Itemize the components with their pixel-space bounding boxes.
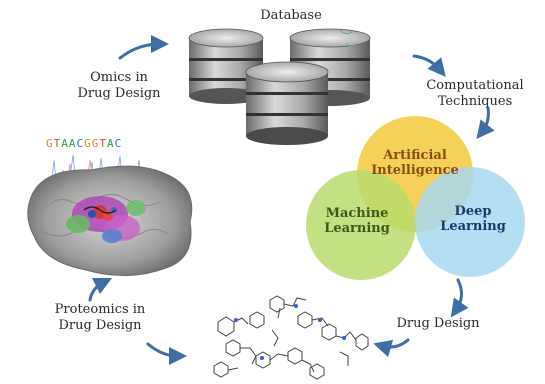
arrow-circles-to-drugdesign bbox=[450, 278, 469, 318]
cycle-arrows bbox=[88, 35, 495, 365]
ai-label-line1: Artificial bbox=[383, 148, 447, 163]
database-icon bbox=[188, 28, 371, 145]
sequence-letter: G bbox=[91, 137, 100, 150]
database-stack-front bbox=[245, 61, 329, 145]
computational-label-line2: Techniques bbox=[437, 94, 513, 109]
sequence-letter: A bbox=[68, 137, 77, 150]
ml-label-line1: Machine bbox=[325, 206, 389, 221]
omics-label-line2: Drug Design bbox=[77, 86, 161, 101]
sequence-letter: T bbox=[99, 137, 107, 150]
proteomics-label-line2: Drug Design bbox=[58, 318, 142, 333]
computational-label-line1: Computational bbox=[426, 78, 524, 93]
molecule-structures-image bbox=[213, 295, 369, 380]
sequence-letter: C bbox=[114, 137, 123, 150]
sequence-letter: G bbox=[84, 137, 92, 150]
computational-label: Computational Techniques bbox=[414, 78, 536, 110]
arrow-drugdesign-to-molecule bbox=[373, 338, 410, 358]
dl-label-line2: Learning bbox=[440, 219, 506, 234]
ai-venn bbox=[306, 116, 525, 280]
protein-structure-image bbox=[27, 154, 193, 276]
dl-circle bbox=[415, 167, 525, 277]
arrow-computational-to-ai bbox=[476, 106, 495, 140]
arrow-database-to-computational bbox=[412, 54, 446, 77]
arrow-molecule-to-proteomics bbox=[146, 342, 187, 365]
sequence-letter: A bbox=[107, 137, 115, 150]
arrow-omics-to-database bbox=[118, 35, 169, 60]
sequence-letter: A bbox=[61, 137, 69, 150]
ml-label-line2: Learning bbox=[324, 221, 390, 236]
sequence-letter: C bbox=[76, 137, 85, 150]
molecule-heteroatoms bbox=[234, 304, 346, 360]
omics-label-line1: Omics in bbox=[90, 70, 148, 85]
ml-circle bbox=[306, 170, 416, 280]
ml-circle-label: Machine Learning bbox=[310, 206, 404, 236]
proteomics-label-line1: Proteomics in bbox=[54, 302, 146, 317]
ai-circle-label: Artificial Intelligence bbox=[360, 148, 470, 178]
ai-label-line2: Intelligence bbox=[371, 163, 459, 178]
dl-circle-label: Deep Learning bbox=[428, 204, 518, 234]
sequence-letter: T bbox=[53, 137, 62, 150]
drug-design-label: Drug Design bbox=[396, 316, 480, 331]
database-label: Database bbox=[260, 8, 322, 23]
dna-sequence-label: GTAACGGTAC bbox=[46, 137, 122, 150]
arrow-proteomics-to-protein bbox=[88, 277, 113, 302]
dl-label-line1: Deep bbox=[454, 204, 492, 219]
omics-label: Omics in Drug Design bbox=[64, 70, 174, 102]
proteomics-label: Proteomics in Drug Design bbox=[40, 302, 160, 334]
sequence-letter: G bbox=[46, 137, 54, 150]
